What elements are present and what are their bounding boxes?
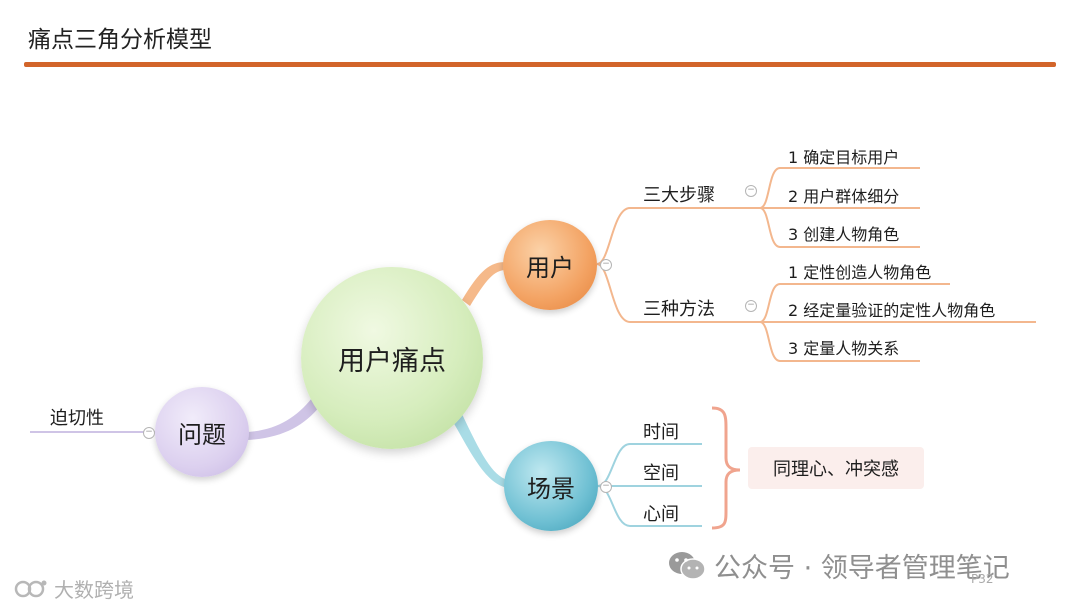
slide-title: 痛点三角分析模型 [28,27,212,53]
collapse-steps-button[interactable]: − [745,185,757,197]
brand-watermark: 大数跨境 [14,574,134,603]
summary-brace [711,406,741,530]
user-steps-label[interactable]: 三大步骤 [643,185,715,206]
problem-node-label: 问题 [178,420,226,449]
steps-item-3[interactable]: 3 创建人物角色 [788,225,900,244]
brand-watermark-text: 大数跨境 [54,578,134,602]
user-node-label: 用户 [526,253,574,282]
scene-item-mind[interactable]: 心间 [643,504,679,525]
title-divider [24,62,1056,67]
connector-methods-3 [759,321,920,362]
scene-item-time[interactable]: 时间 [643,422,679,443]
center-node-label: 用户痛点 [338,345,446,377]
user-methods-label[interactable]: 三种方法 [643,299,715,320]
scene-item-space[interactable]: 空间 [643,463,679,484]
connector-steps-3 [759,207,920,248]
connector-user-steps [596,207,760,265]
collapse-user-button[interactable]: − [600,259,612,271]
wechat-watermark-text: 公众号 · 领导者管理笔记 [714,553,1010,584]
problem-leaf-urgency[interactable]: 迫切性 [50,408,104,429]
center-node[interactable]: 用户痛点 [301,267,483,449]
steps-item-2[interactable]: 2 用户群体细分 [788,187,900,206]
wechat-watermark: 公众号 · 领导者管理笔记 [668,546,1010,585]
page-number: P32 [971,572,994,586]
collapse-scene-button[interactable]: − [600,481,612,493]
connector-center-user [462,262,506,306]
collapse-methods-button[interactable]: − [745,300,757,312]
connector-center-scene [452,414,508,488]
scene-summary-label: 同理心、冲突感 [773,459,899,480]
user-node[interactable]: 用户 [503,220,597,310]
methods-item-1[interactable]: 1 定性创造人物角色 [788,263,932,282]
collapse-problem-button[interactable]: − [143,427,155,439]
methods-item-3[interactable]: 3 定量人物关系 [788,339,900,358]
scene-node-label: 场景 [527,474,575,503]
scene-summary-box[interactable]: 同理心、冲突感 [748,447,924,489]
connector-methods-1 [759,283,950,323]
steps-item-1[interactable]: 1 确定目标用户 [788,148,900,167]
wechat-icon [668,551,706,581]
methods-item-2[interactable]: 2 经定量验证的定性人物角色 [788,301,996,320]
connector-center-problem [248,398,320,440]
brand-logo-icon [14,580,47,597]
problem-node[interactable]: 问题 [155,387,249,477]
connector-steps-1 [759,167,920,209]
scene-node[interactable]: 场景 [504,441,598,531]
